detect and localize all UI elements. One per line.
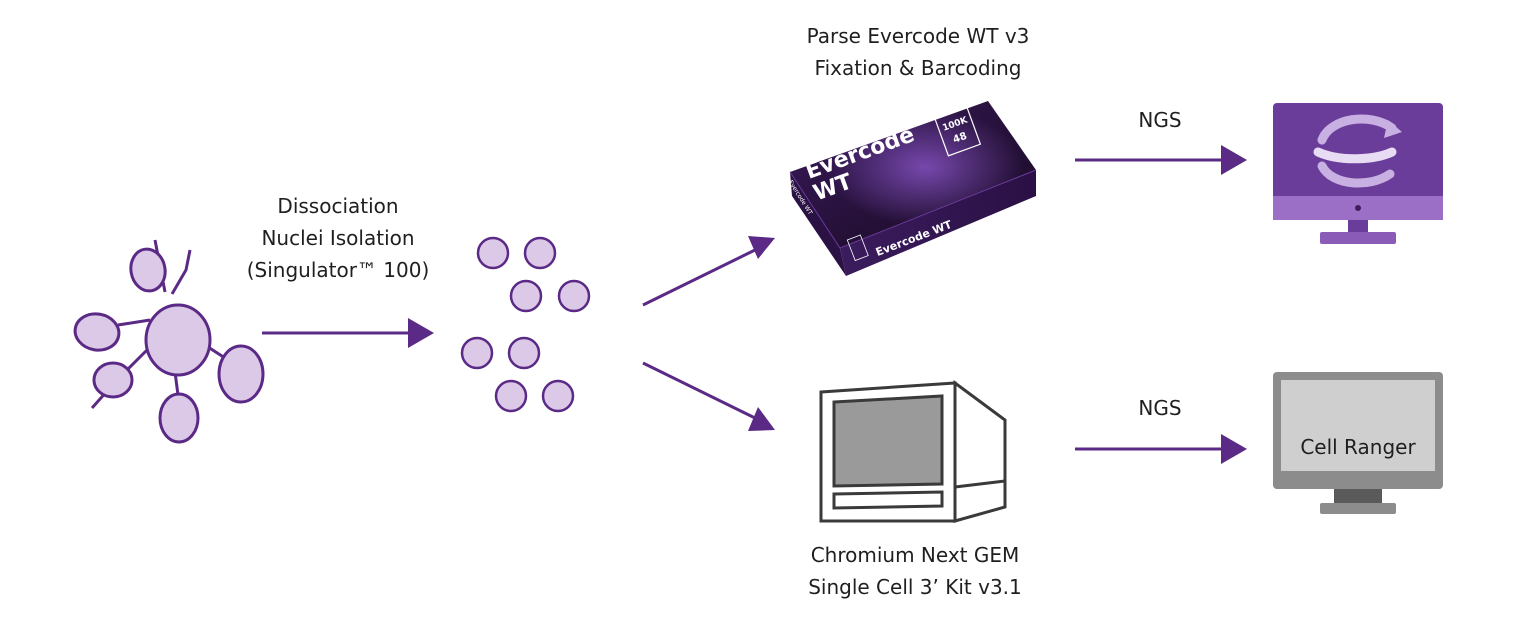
arrow-to-chromium xyxy=(642,361,775,431)
branched-cell-icon xyxy=(73,239,265,444)
cell-ranger-label: Cell Ranger xyxy=(1300,435,1416,459)
nuclei-dots-icon xyxy=(460,236,591,413)
ngs-label-top: NGS xyxy=(1138,108,1181,132)
arrow-to-nuclei xyxy=(262,318,434,348)
dissociation-label-line2: Nuclei Isolation xyxy=(261,226,414,250)
parse-label-line2: Fixation & Barcoding xyxy=(815,56,1022,80)
cell-ranger-monitor-icon: Cell Ranger xyxy=(1273,372,1443,514)
kit-badge-bottom: 48 xyxy=(952,131,969,146)
evercode-kit-box-icon: 100K 48 Evercode WT Evercode WT Evercode… xyxy=(787,101,1037,276)
arrow-to-parse xyxy=(642,236,775,307)
parse-label-line1: Parse Evercode WT v3 xyxy=(807,24,1030,48)
chromium-instrument-icon xyxy=(819,380,1007,523)
arrow-ngs-bottom xyxy=(1075,434,1247,464)
dissociation-label-line1: Dissociation xyxy=(277,194,398,218)
arrow-ngs-top xyxy=(1075,145,1247,175)
swirl-logo-icon xyxy=(1313,114,1402,188)
parse-analysis-monitor-icon xyxy=(1273,103,1443,244)
ngs-label-bottom: NGS xyxy=(1138,396,1181,420)
dissociation-label-line3: (Singulator™ 100) xyxy=(247,258,430,282)
chromium-label-line2: Single Cell 3’ Kit v3.1 xyxy=(808,575,1022,599)
chromium-label-line1: Chromium Next GEM xyxy=(811,543,1020,567)
